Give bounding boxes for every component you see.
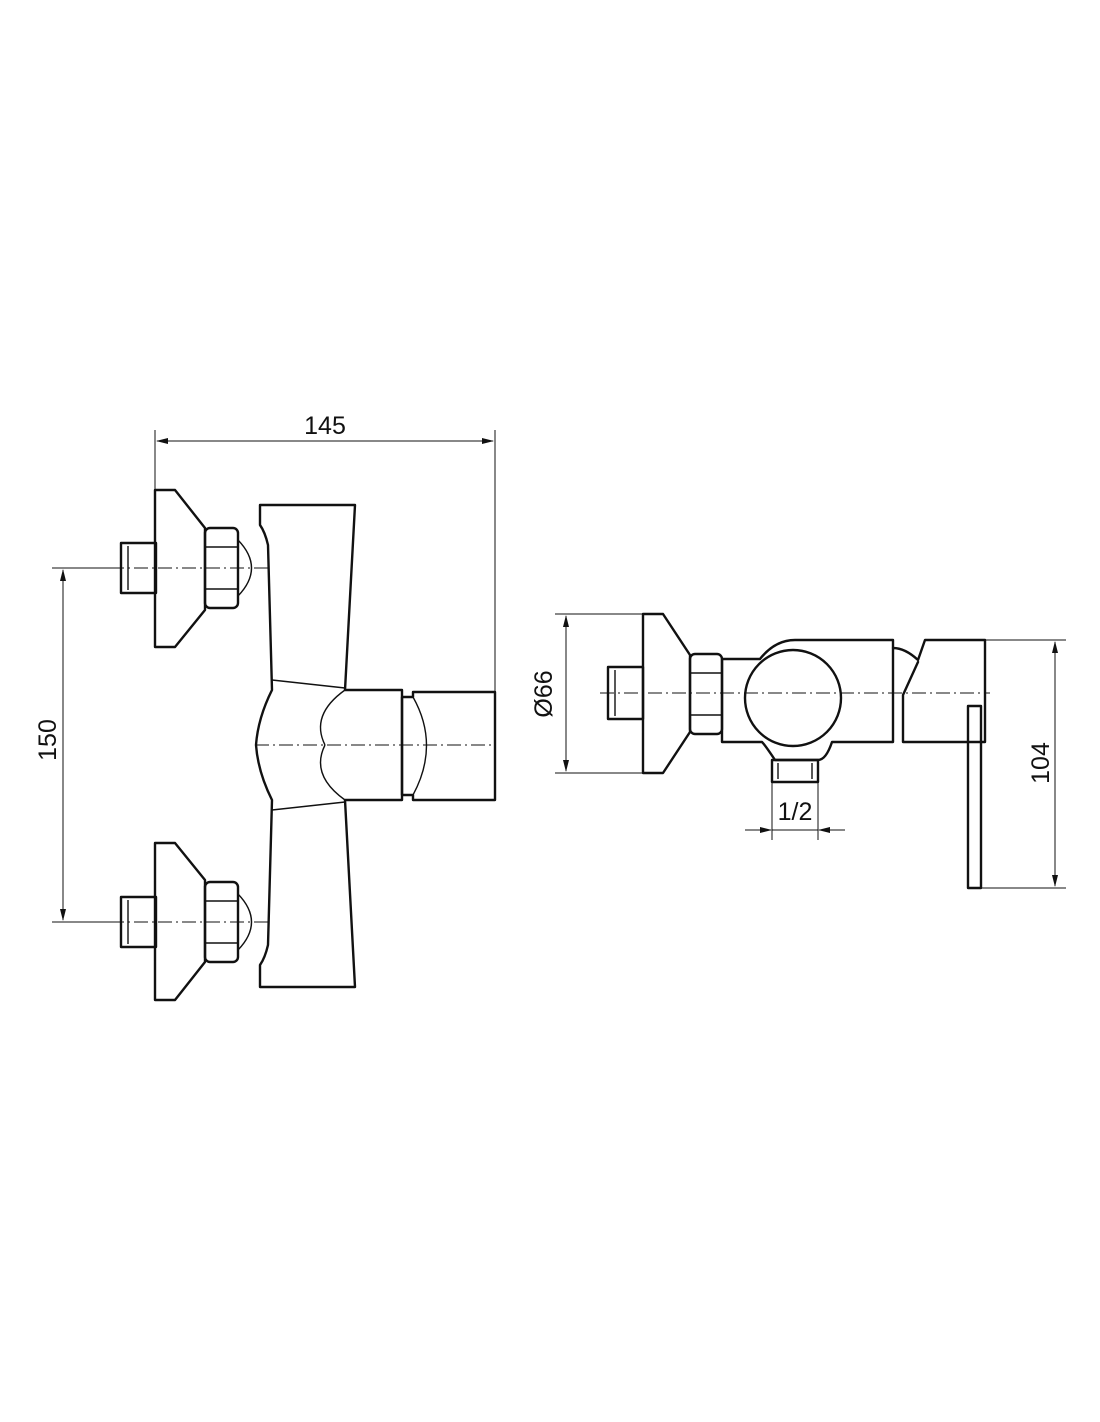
side-lever [966,704,983,890]
side-outlet-nipple [770,758,820,784]
diameter-dimension-label: Ø66 [530,670,558,717]
side-handle-head [891,638,987,744]
side-cartridge-circle [743,648,843,748]
side-body [720,638,895,762]
body-seam-upper [271,679,346,689]
width-dimension-label: 145 [304,412,346,440]
body-curve-lower [319,744,346,801]
thread-dimension-label: 1/2 [778,798,813,826]
height-dimension-label: 150 [34,719,62,761]
depth-dimension-label: 104 [1027,742,1055,784]
outlet-handle [400,690,497,802]
body-seam-lower [271,801,346,811]
side-hex-nut [688,652,724,736]
side-view: Ø66 1/2 104 [530,612,1066,890]
body-curve-upper [319,689,346,746]
front-view: 145 150 [34,412,497,1002]
outlet-handle-curve [412,696,428,796]
mixer-body [254,503,404,989]
